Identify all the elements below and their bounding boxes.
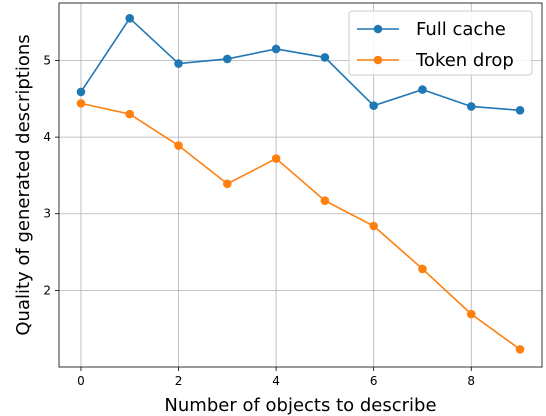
data-point bbox=[466, 102, 476, 111]
legend-marker bbox=[373, 55, 383, 65]
y-tick-label: 3 bbox=[43, 207, 51, 221]
data-point bbox=[174, 59, 183, 68]
axes: 0 2 4 6 8 2 3 4 5 bbox=[43, 2, 543, 388]
series-line bbox=[80, 17, 521, 112]
series-0 bbox=[76, 14, 525, 115]
legend-label: Token drop bbox=[415, 50, 514, 71]
data-point bbox=[320, 53, 330, 62]
data-point bbox=[223, 54, 232, 64]
data-point bbox=[466, 309, 476, 319]
series-line bbox=[80, 102, 521, 351]
data-point bbox=[76, 99, 86, 108]
legend-box bbox=[348, 10, 533, 76]
x-tick-label: 2 bbox=[175, 374, 183, 388]
y-tick-label: 4 bbox=[43, 130, 51, 144]
data-point bbox=[76, 87, 86, 97]
data-point bbox=[271, 44, 281, 54]
x-axis-title: Number of objects to describe bbox=[164, 395, 436, 416]
x-tick-label: 6 bbox=[370, 374, 378, 388]
data-point bbox=[369, 221, 378, 231]
x-tick-label: 4 bbox=[272, 374, 280, 388]
data-point bbox=[369, 101, 378, 110]
x-tick-label: 8 bbox=[467, 374, 475, 388]
x-tick-label: 0 bbox=[77, 374, 85, 388]
plot-frame bbox=[58, 2, 543, 368]
legend-marker bbox=[373, 24, 383, 34]
y-tick-label: 2 bbox=[43, 283, 51, 297]
y-axis-title: Quality of generated descriptions bbox=[13, 34, 34, 335]
data-point bbox=[223, 179, 232, 189]
data-point bbox=[515, 345, 525, 354]
legend-label: Full cache bbox=[416, 19, 506, 40]
data-point bbox=[418, 85, 427, 94]
data-point bbox=[125, 109, 135, 119]
y-tick-label: 5 bbox=[43, 53, 51, 67]
data-point bbox=[320, 196, 330, 206]
data-point bbox=[125, 14, 135, 23]
data-point bbox=[418, 264, 427, 274]
data-point bbox=[515, 105, 525, 115]
series bbox=[76, 14, 525, 354]
data-point bbox=[271, 154, 281, 163]
series-1 bbox=[76, 99, 525, 354]
data-point bbox=[174, 141, 183, 150]
